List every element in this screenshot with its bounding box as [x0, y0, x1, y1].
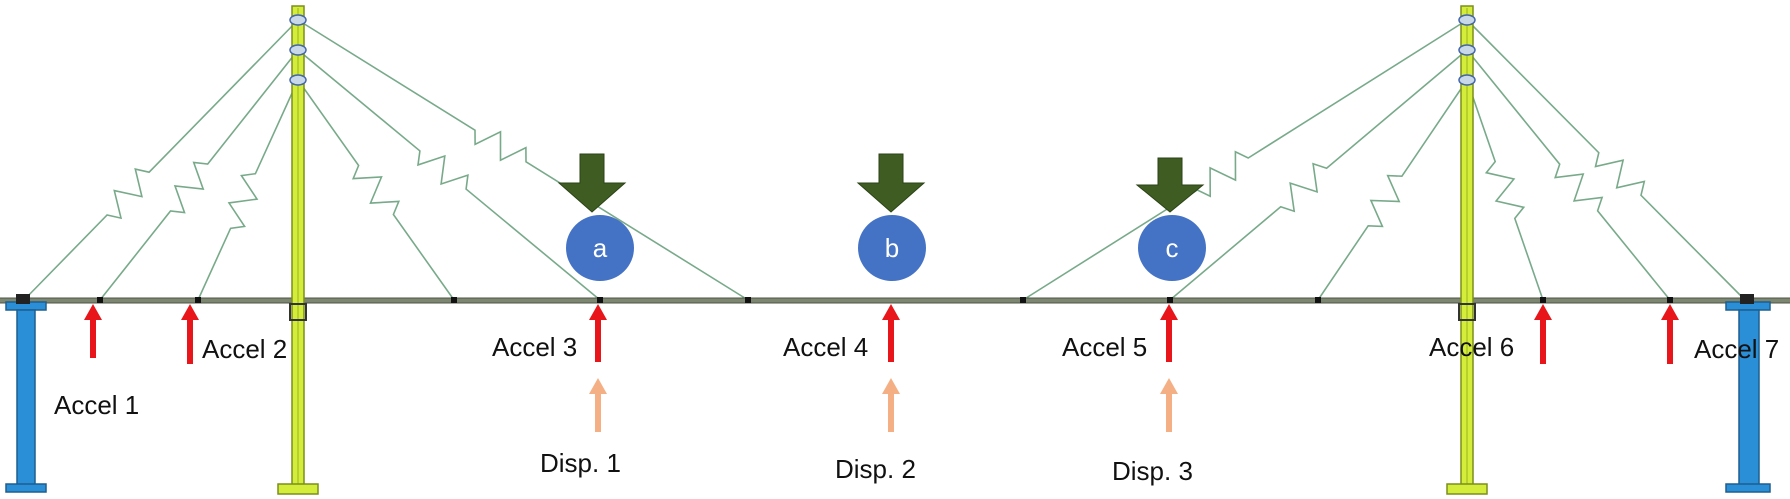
load-point-marker: [858, 215, 926, 281]
cable-anchor: [1020, 297, 1026, 303]
disp-2-label: Disp. 2: [835, 454, 916, 484]
accel-7-label: Accel 7: [1694, 334, 1779, 364]
accel-arrow-icon: [589, 304, 607, 362]
right-pylon: [1446, 5, 1488, 495]
displacement-arrows: [589, 378, 1178, 432]
cable-anchor: [745, 297, 751, 303]
load-point-a: a: [557, 153, 634, 281]
accel-arrow-icon: [1534, 304, 1552, 364]
accelerometer-arrows: [84, 304, 1679, 364]
load-point-b: b: [856, 153, 926, 281]
left-pylon-cable-saddles: [289, 14, 307, 86]
left-pylon: [277, 5, 319, 495]
load-point-label: b: [885, 233, 899, 263]
stay-cable: [1169, 49, 1468, 301]
load-point-label: a: [593, 233, 608, 263]
cable-anchor: [195, 297, 201, 303]
disp-arrow-icon: [589, 378, 607, 432]
cable-anchor: [1315, 297, 1321, 303]
stay-cable: [1317, 79, 1468, 301]
load-point-label: c: [1166, 233, 1179, 263]
cable-anchor: [1540, 297, 1546, 303]
stay-cable: [1466, 19, 1746, 301]
stay-cable: [297, 49, 601, 301]
stay-cable: [297, 79, 455, 301]
stay-cable: [1022, 19, 1468, 301]
accel-5-label: Accel 5: [1062, 332, 1147, 362]
accel-arrow-icon: [181, 304, 199, 364]
accel-4-label: Accel 4: [783, 332, 868, 362]
accel-1-label: Accel 1: [54, 390, 139, 420]
accel-arrow-icon: [882, 304, 900, 362]
load-point-marker: [566, 215, 634, 281]
cable-anchor: [1667, 297, 1673, 303]
stay-cable: [99, 49, 299, 301]
stay-cable: [297, 19, 749, 301]
disp-3-label: Disp. 3: [1112, 456, 1193, 486]
accel-2-label: Accel 2: [202, 334, 287, 364]
stay-cable: [23, 19, 299, 301]
right-pier: [1725, 294, 1771, 493]
right-pylon-cable-saddles: [1458, 14, 1476, 86]
load-point-marker: [1138, 215, 1206, 281]
stay-cable: [1466, 79, 1544, 301]
left-pier: [5, 294, 47, 493]
sensor-labels: Accel 1 Accel 2 Accel 3 Accel 4 Accel 5 …: [54, 332, 1779, 486]
load-point-c: c: [1135, 157, 1206, 281]
cable-anchor: [597, 297, 603, 303]
stay-cables: [23, 19, 1746, 301]
stay-cable: [1466, 49, 1671, 301]
load-arrow-icon: [856, 153, 926, 213]
accel-arrow-icon: [1661, 304, 1679, 364]
cable-anchor: [1167, 297, 1173, 303]
accel-3-label: Accel 3: [492, 332, 577, 362]
stay-cable: [197, 79, 299, 301]
cable-anchor: [97, 297, 103, 303]
accel-arrow-icon: [1160, 304, 1178, 362]
cable-anchor: [451, 297, 457, 303]
disp-arrow-icon: [882, 378, 900, 432]
load-arrow-icon: [1135, 157, 1205, 213]
accel-arrow-icon: [84, 304, 102, 358]
disp-arrow-icon: [1160, 378, 1178, 432]
bridge-deck: [0, 297, 1790, 304]
load-arrow-icon: [557, 153, 627, 213]
disp-1-label: Disp. 1: [540, 448, 621, 478]
accel-6-label: Accel 6: [1429, 332, 1514, 362]
